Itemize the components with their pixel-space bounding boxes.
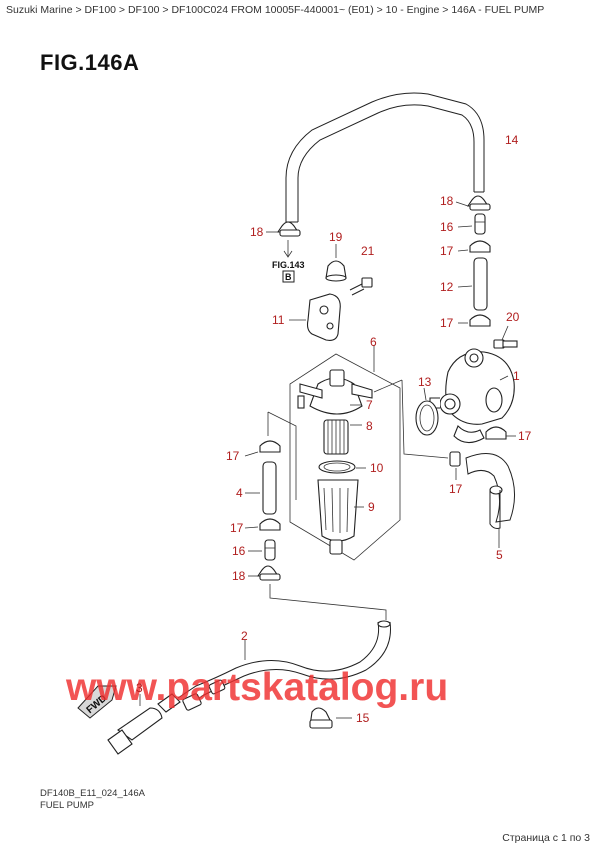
callout-17-left-b[interactable]: 17 (230, 521, 244, 535)
breadcrumb[interactable]: Suzuki Marine > DF100 > DF100 > DF100C02… (6, 4, 545, 16)
hose-2[interactable] (177, 620, 391, 711)
callout-6[interactable]: 6 (370, 335, 377, 349)
clip-18-upper-left[interactable] (276, 221, 301, 237)
clamp-15[interactable] (309, 707, 333, 729)
filter-assembly-6-outline (289, 353, 401, 561)
callout-18-lower-left[interactable]: 18 (232, 569, 246, 583)
fig-ref-label[interactable]: FIG.143 (272, 260, 305, 270)
clip-18-lower-left[interactable] (256, 565, 281, 581)
callout-11[interactable]: 11 (272, 313, 285, 327)
clip-18-upper-right[interactable] (466, 195, 491, 211)
clip-17-left-a[interactable] (259, 440, 281, 453)
callout-10[interactable]: 10 (370, 461, 384, 475)
callout-17-lower-mid[interactable]: 17 (449, 482, 463, 496)
callout-12[interactable]: 12 (440, 280, 454, 294)
callout-3[interactable]: 3 (136, 681, 143, 695)
clip-17-left-b[interactable] (259, 518, 281, 531)
callout-17-left-a[interactable]: 17 (226, 449, 240, 463)
inline-filter-3[interactable] (107, 693, 181, 755)
callout-2[interactable]: 2 (241, 629, 248, 643)
filter-cup-9[interactable] (317, 479, 359, 555)
bolt-21[interactable] (349, 277, 373, 296)
callout-17-upper-right-b[interactable]: 17 (440, 316, 454, 330)
callout-21[interactable]: 21 (361, 244, 375, 258)
callout-5[interactable]: 5 (496, 548, 503, 562)
filter-element-8[interactable] (323, 419, 349, 455)
fig-ref-box[interactable]: B (285, 272, 292, 282)
callout-1[interactable]: 1 (513, 369, 520, 383)
bracket-11[interactable] (306, 293, 341, 341)
clip-17-upper-right-b[interactable] (469, 314, 491, 327)
bolt-20[interactable] (493, 339, 518, 349)
figure-title: FIG.146A (40, 50, 140, 75)
clip-17-upper-right-a[interactable] (469, 240, 491, 253)
callout-18-upper-left[interactable]: 18 (250, 225, 264, 239)
callout-17-pump[interactable]: 17 (518, 429, 532, 443)
hose-4[interactable] (262, 461, 277, 515)
callout-13[interactable]: 13 (418, 375, 432, 389)
callout-20[interactable]: 20 (506, 310, 520, 324)
o-ring-13[interactable] (415, 400, 439, 436)
callout-19[interactable]: 19 (329, 230, 343, 244)
fuel-pump-1[interactable] (429, 348, 515, 444)
callout-17-upper-right-a[interactable]: 17 (440, 244, 454, 258)
callout-9[interactable]: 9 (368, 500, 375, 514)
callout-16-upper[interactable]: 16 (440, 220, 454, 234)
filter-head-7[interactable] (297, 369, 373, 415)
fitting-16-upper[interactable] (474, 213, 486, 235)
callout-15[interactable]: 15 (356, 711, 370, 725)
drawing-code: DF140B_E11_024_146A (40, 788, 145, 799)
callout-4[interactable]: 4 (236, 486, 243, 500)
callout-8[interactable]: 8 (366, 419, 373, 433)
callout-16-lower[interactable]: 16 (232, 544, 246, 558)
clip-17-lower-mid[interactable] (449, 451, 461, 467)
fitting-16-lower[interactable] (264, 539, 276, 561)
hose-12[interactable] (473, 257, 488, 311)
fuel-hose-14[interactable] (285, 92, 485, 223)
callout-18-upper-right[interactable]: 18 (440, 194, 454, 208)
callout-7[interactable]: 7 (366, 398, 373, 412)
callout-14[interactable]: 14 (505, 133, 519, 147)
hose-5[interactable] (465, 453, 515, 529)
watermark: www.partskatalog.ru (65, 666, 448, 709)
callouts: 14 18 16 17 12 17 20 1 13 17 17 5 19 21 … (136, 133, 532, 725)
drawing-name: FUEL PUMP (40, 800, 95, 811)
nut-19[interactable] (325, 260, 347, 282)
o-ring-10[interactable] (318, 460, 356, 474)
pager[interactable]: Страница с 1 по 3 (502, 832, 590, 844)
clip-17-pump[interactable] (485, 426, 507, 440)
fig-ref-box-frame (282, 270, 295, 283)
